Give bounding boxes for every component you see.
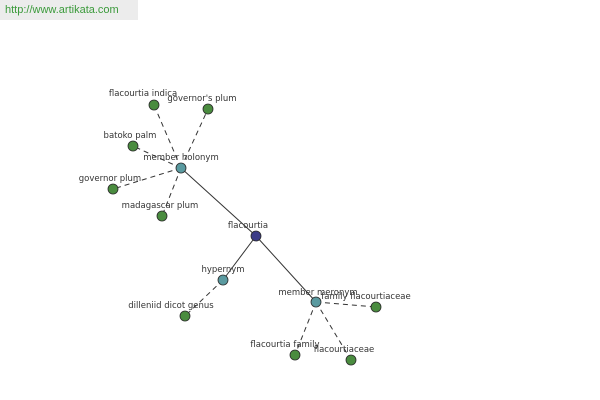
edge-governors-plum <box>180 108 209 169</box>
relation-node-circle[interactable] <box>310 296 322 308</box>
leaf-node-circle[interactable] <box>179 310 191 322</box>
edge-flacourtiaceae <box>315 301 352 361</box>
site-url-link[interactable]: http://www.artikata.com <box>5 4 119 16</box>
url-bar: http://www.artikata.com <box>0 0 138 20</box>
edge-family-flacourtiaceae <box>315 301 377 308</box>
leaf-node-governor-plum[interactable]: governor plum <box>79 174 141 195</box>
leaf-node-label: flacourtiaceae <box>314 345 375 355</box>
edge-hypernym <box>222 235 257 281</box>
leaf-node-flacourtiaceae[interactable]: flacourtiaceae <box>314 345 375 366</box>
leaf-node-circle[interactable] <box>127 140 139 152</box>
leaf-node-family-flacourtiaceae[interactable]: family flacourtiaceae <box>321 292 411 313</box>
leaf-node-governors-plum[interactable]: governor's plum <box>167 94 237 115</box>
leaf-node-label: flacourtia indica <box>109 89 177 99</box>
edge-member-holonym <box>180 167 257 237</box>
center-node-circle[interactable] <box>250 230 262 242</box>
leaf-node-flacourtia-family[interactable]: flacourtia family <box>250 340 320 361</box>
leaf-node-madagascar-plum[interactable]: madagascar plum <box>122 201 199 222</box>
leaf-node-batoko-palm[interactable]: batoko palm <box>104 131 157 152</box>
leaf-node-circle[interactable] <box>370 301 382 313</box>
leaf-node-dilleniid-dicot-genus[interactable]: dilleniid dicot genus <box>128 301 214 322</box>
center-node-label: flacourtia <box>228 221 268 231</box>
leaf-node-circle[interactable] <box>107 183 119 195</box>
graph-nodes: flacourtia member holonym hypernym member m… <box>79 89 411 366</box>
leaf-node-circle[interactable] <box>289 349 301 361</box>
relation-node-circle[interactable] <box>217 274 229 286</box>
leaf-node-circle[interactable] <box>148 99 160 111</box>
leaf-node-circle[interactable] <box>202 103 214 115</box>
leaf-node-label: family flacourtiaceae <box>321 292 411 302</box>
edge-flacourtia-family <box>294 301 317 356</box>
edge-governor-plum <box>112 167 182 190</box>
leaf-node-label: flacourtia family <box>250 340 319 350</box>
relation-node-member-meronym[interactable]: member meronym <box>278 288 358 308</box>
leaf-node-flacourtia-indica[interactable]: flacourtia indica <box>109 89 177 111</box>
leaf-node-label: governor plum <box>79 174 141 184</box>
edge-member-meronym <box>255 235 317 303</box>
relation-node-label: hypernym <box>201 265 244 275</box>
relation-node-label: member holonym <box>143 153 218 163</box>
leaf-node-label: batoko palm <box>104 131 157 141</box>
edge-flacourtia-indica <box>153 104 182 169</box>
relation-node-hypernym[interactable]: hypernym <box>201 265 245 286</box>
leaf-node-circle[interactable] <box>345 354 357 366</box>
leaf-node-label: governor's plum <box>167 94 236 104</box>
leaf-node-circle[interactable] <box>156 210 168 222</box>
center-node-flacourtia[interactable]: flacourtia <box>228 221 268 242</box>
relation-node-circle[interactable] <box>175 162 187 174</box>
relation-node-member-holonym[interactable]: member holonym <box>143 153 219 174</box>
leaf-node-label: dilleniid dicot genus <box>128 301 214 311</box>
leaf-node-label: madagascar plum <box>122 201 199 211</box>
relation-node-label: member meronym <box>278 288 357 298</box>
graph-edges <box>112 104 377 361</box>
